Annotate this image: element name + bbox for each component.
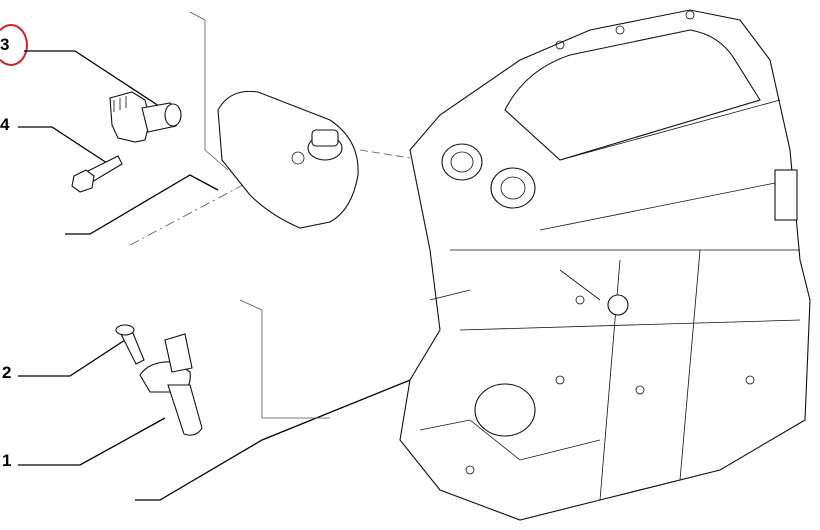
crankshaft-sensor-part[interactable] [139,333,203,436]
selected-callout-ring [0,24,28,66]
crank-sensor-bolt-part[interactable] [115,324,145,365]
leader-lines [18,50,436,501]
callout-3[interactable]: 3 [0,35,10,54]
camshaft-sensor-part[interactable] [109,91,182,143]
callout-2[interactable]: 2 [2,363,12,382]
guide-lines [129,11,411,419]
timing-cover-part [217,90,359,229]
callout-4[interactable]: 4 [0,115,10,134]
sensor-bolt-part[interactable] [71,155,123,193]
callout-1[interactable]: 1 [2,451,12,470]
engine-block [399,9,811,521]
